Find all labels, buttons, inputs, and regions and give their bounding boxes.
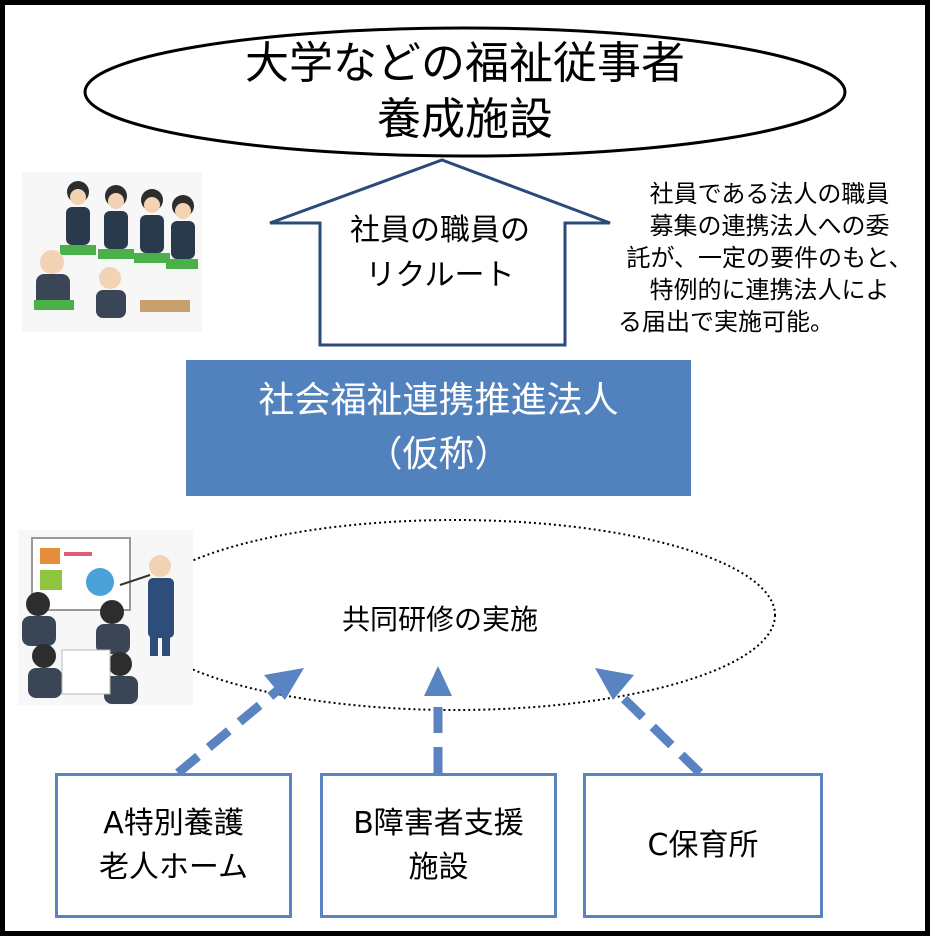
top-node-line-2: 養成施設 (377, 94, 553, 145)
recruit-arrow-shape (269, 158, 611, 347)
member-node-a: A特別養護 老人ホーム (55, 773, 292, 918)
recruit-arrow-label: 社員の職員の リクルート (270, 208, 610, 298)
member-node-c: C保育所 (583, 773, 823, 918)
note-line-1: 社員である法人の職員 (649, 180, 890, 208)
dashed-arrow-c (595, 668, 704, 777)
dashed-arrow-b (424, 666, 452, 773)
joint-training-label: 共同研修の実施 (341, 603, 538, 636)
member-a-line-2: 老人ホーム (98, 849, 249, 885)
note-line-2: 募集の連携法人への委 (649, 212, 890, 240)
member-b-line-1: B障害者支援 (353, 805, 524, 841)
recruit-line-1: 社員の職員の (350, 213, 530, 248)
hub-line-2: （仮称） (366, 434, 511, 475)
note-line-3: 託が、一定の要件のもと、 (626, 244, 913, 272)
top-node-line-1: 大学などの福祉従事者 (245, 38, 685, 89)
note-text: 社員である法人の職員 募集の連携法人への委 託が、一定の要件のもと、 特例的に連… (612, 178, 927, 338)
note-line-4: 特例的に連携法人によ (649, 276, 890, 304)
dashed-arrow-a (175, 668, 304, 777)
member-b-line-2: 施設 (408, 849, 469, 885)
member-a-line-1: A特別養護 (103, 805, 244, 841)
hub-node: 社会福祉連携推進法人 （仮称） (186, 360, 691, 496)
member-c-line-1: C保育所 (647, 827, 759, 863)
top-node-ellipse (83, 26, 847, 158)
member-node-b: B障害者支援 施設 (320, 773, 557, 918)
top-node-label: 大学などの福祉従事者 養成施設 (120, 36, 810, 148)
note-line-5: る届出で実施可能。 (618, 308, 834, 336)
presentation-illustration (18, 530, 193, 705)
recruit-line-2: リクルート (365, 258, 515, 293)
meeting-people-illustration (22, 172, 202, 332)
hub-line-1: 社会福祉連携推進法人 (258, 380, 619, 421)
